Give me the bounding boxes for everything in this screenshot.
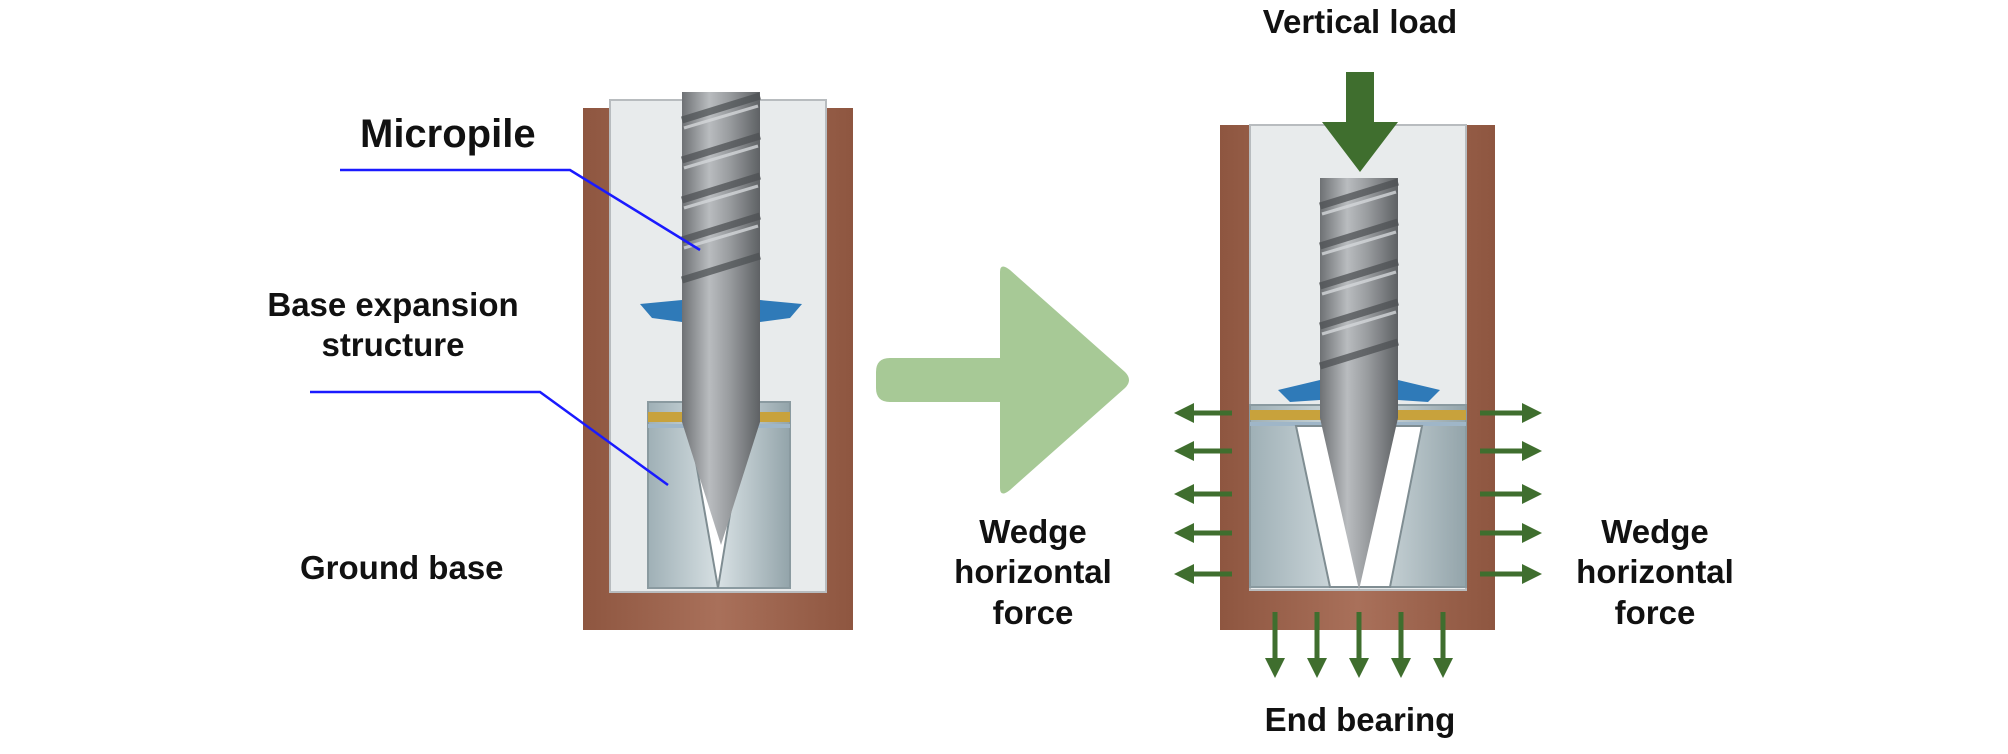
label-wedge-force-left: Wedge horizontal force (954, 513, 1112, 631)
vertical-load-arrow-icon (1322, 72, 1398, 172)
right-micropile-shaft (1318, 178, 1400, 590)
label-micropile: Micropile (360, 112, 536, 156)
leader-lines (310, 168, 701, 487)
wedge-force-arrows-left (1174, 403, 1232, 584)
wedge-force-arrows-right (1480, 403, 1542, 584)
right-expansion-wings (1278, 380, 1440, 402)
left-expansion-wings (640, 300, 802, 322)
end-bearing-arrows (1265, 612, 1453, 678)
process-arrow-icon (876, 266, 1129, 494)
left-figure (310, 92, 853, 630)
label-vertical-load: Vertical load (1262, 3, 1458, 40)
label-base-expansion: Base expansion structure (267, 286, 519, 364)
right-figure (1174, 72, 1542, 678)
left-micropile-shaft (680, 92, 762, 545)
label-wedge-force-right: Wedge horizontal force (1576, 513, 1734, 631)
leader-micropile (340, 168, 701, 252)
label-end-bearing: End bearing (1264, 701, 1456, 738)
label-ground-base: Ground base (300, 549, 504, 586)
leader-base-expansion (310, 390, 669, 487)
